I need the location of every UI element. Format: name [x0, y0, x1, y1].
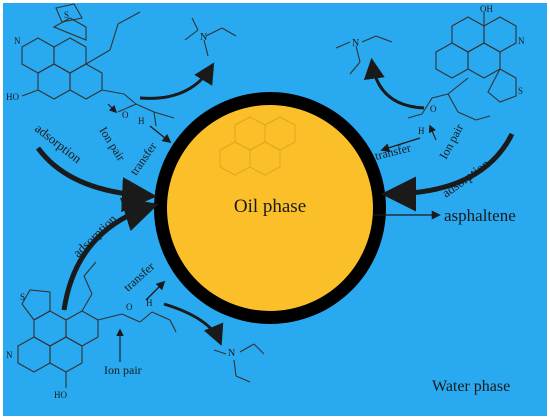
atom-label: HO	[6, 92, 19, 102]
atom-label: OH	[480, 4, 493, 14]
atom-label: N	[200, 32, 207, 43]
straight-arrow-icon	[380, 137, 421, 153]
atom-label: N	[14, 36, 21, 46]
molecule-icon	[17, 261, 177, 388]
atom-label: O	[430, 104, 437, 114]
atom-label: N	[352, 38, 359, 49]
arrows	[35, 57, 515, 346]
atom-label: N	[518, 36, 525, 46]
oil-droplet	[167, 105, 373, 311]
straight-arrow-icon	[107, 103, 118, 114]
atom-label: O	[122, 110, 129, 120]
molecule-icon	[21, 3, 175, 127]
atom-label: S	[20, 292, 25, 302]
atom-label: H	[418, 126, 425, 136]
curved-arrow-icon	[35, 146, 157, 213]
straight-arrow-icon	[428, 124, 437, 141]
molecule-icon	[335, 35, 393, 75]
atom-label: N	[6, 350, 13, 360]
atom-label: N	[228, 348, 235, 359]
curved-arrow-icon	[363, 57, 425, 110]
atom-label: H	[138, 116, 145, 126]
water-phase-label: Water phase	[432, 378, 510, 395]
atom-label: HO	[54, 390, 67, 400]
atom-label: H	[146, 298, 153, 308]
molecule-icon	[407, 12, 517, 121]
atom-label: S	[518, 86, 523, 96]
curved-arrow-icon	[61, 197, 159, 311]
atom-label: O	[126, 302, 133, 312]
straight-arrow-icon	[145, 280, 166, 301]
oil-watermark-molecule	[219, 116, 296, 176]
curved-arrow-icon	[381, 132, 515, 212]
label-ion-pair-bottom: Ion pair	[104, 363, 142, 377]
molecule-icon	[213, 343, 265, 383]
asphaltene-label: asphaltene	[444, 206, 516, 225]
molecule-icon	[184, 17, 237, 57]
straight-arrow-icon	[149, 125, 172, 144]
curved-arrow-icon	[139, 62, 215, 100]
curved-arrow-icon	[163, 302, 224, 346]
atom-label: S	[64, 10, 69, 20]
oil-phase-label: Oil phase	[234, 196, 306, 217]
